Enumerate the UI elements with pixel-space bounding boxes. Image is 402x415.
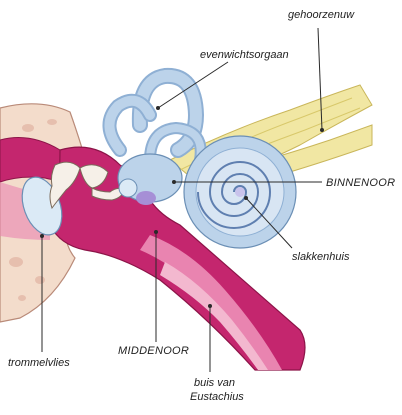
leader-dot-middenoor [154, 230, 158, 234]
leader-dot-binnenoor [172, 180, 176, 184]
cochlea [184, 136, 296, 248]
leader-dot-trommelvlies [40, 234, 44, 238]
label-middenoor: MIDDENOOR [118, 345, 189, 357]
label-eustachius: Eustachius [190, 391, 244, 403]
leader-dot-slakkenhuis [244, 196, 248, 200]
label-buis-van: buis van [194, 377, 235, 389]
label-evenwichtsorgaan: evenwichtsorgaan [200, 49, 289, 61]
leader-dot-buis-van-eustachius [208, 304, 212, 308]
label-slakkenhuis: slakkenhuis [292, 251, 350, 263]
leader-dot-gehoorzenuw [320, 128, 324, 132]
label-trommelvlies: trommelvlies [8, 357, 70, 369]
leader-dot-evenwichtsorgaan [156, 106, 160, 110]
label-gehoorzenuw: gehoorzenuw [288, 9, 355, 21]
label-binnenoor: BINNENOOR [326, 177, 395, 189]
